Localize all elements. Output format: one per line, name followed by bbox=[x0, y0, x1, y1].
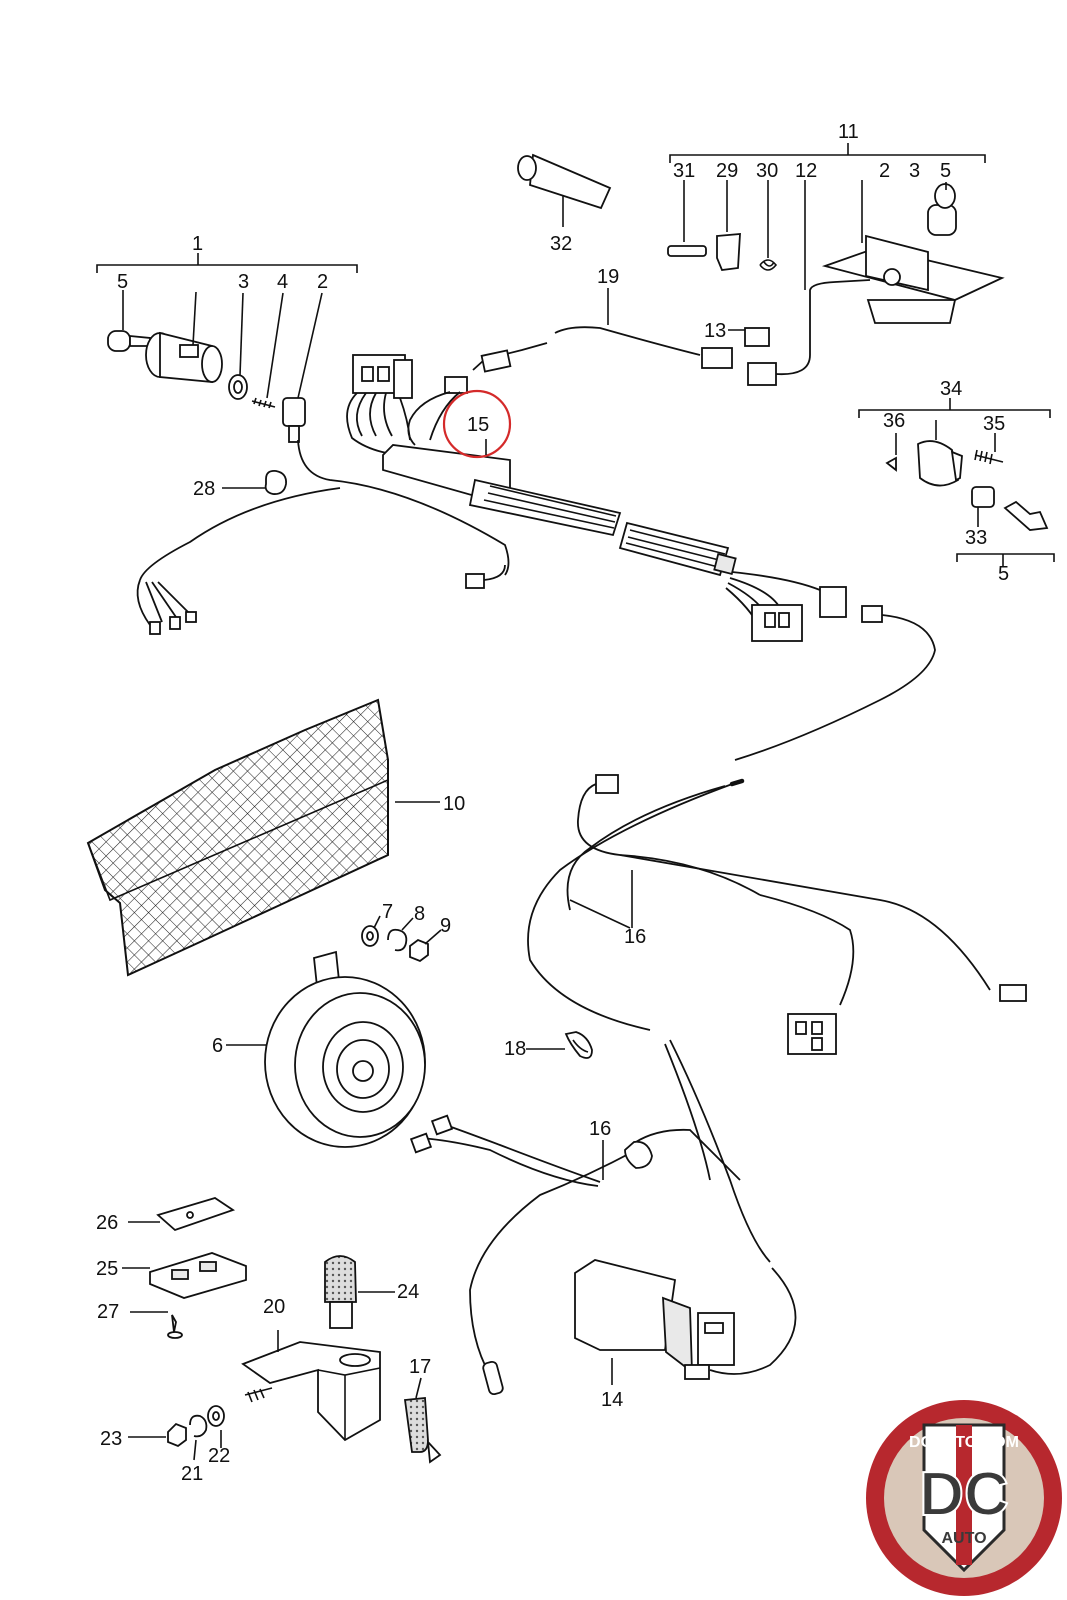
callout-7: 7 bbox=[382, 901, 393, 923]
cable-clip bbox=[222, 470, 287, 495]
washer-22 bbox=[207, 1405, 225, 1448]
callout-20: 20 bbox=[263, 1296, 285, 1318]
callout-5b: 5 bbox=[940, 160, 951, 182]
callout-3b: 3 bbox=[909, 160, 920, 182]
callout-18: 18 bbox=[504, 1038, 526, 1060]
callout-8: 8 bbox=[414, 903, 425, 925]
callout-19: 19 bbox=[597, 266, 619, 288]
washer-7 bbox=[361, 915, 381, 947]
callout-16b: 16 bbox=[589, 1118, 611, 1140]
screw bbox=[251, 397, 276, 409]
callout-30: 30 bbox=[756, 160, 778, 182]
insulation-mat bbox=[86, 698, 440, 977]
callout-12: 12 bbox=[795, 160, 817, 182]
callout-24: 24 bbox=[397, 1281, 419, 1303]
callout-5c: 5 bbox=[998, 563, 1009, 585]
control-unit bbox=[574, 1259, 735, 1385]
callout-3: 3 bbox=[238, 271, 249, 293]
grease-tube bbox=[517, 153, 612, 227]
callout-26: 26 bbox=[96, 1212, 118, 1234]
rubber-boot bbox=[403, 1377, 442, 1464]
callout-6: 6 bbox=[212, 1035, 223, 1057]
callout-17: 17 bbox=[409, 1356, 431, 1378]
callout-9: 9 bbox=[440, 915, 451, 937]
nut-23 bbox=[128, 1422, 187, 1448]
callout-14: 14 bbox=[601, 1389, 623, 1411]
callout-2: 2 bbox=[317, 271, 328, 293]
callout-labels: 1 5 3 4 2 28 15 32 19 11 31 29 30 12 2 3… bbox=[96, 121, 1009, 1485]
callout-27: 27 bbox=[97, 1301, 119, 1323]
horn bbox=[226, 950, 426, 1148]
mounting-bracket bbox=[241, 1330, 381, 1442]
callout-16: 16 bbox=[624, 926, 646, 948]
callout-13: 13 bbox=[704, 320, 726, 342]
callout-4: 4 bbox=[277, 271, 288, 293]
logo-top-text: DCAUTO.COM bbox=[909, 1434, 1019, 1451]
ignition-harness bbox=[136, 439, 510, 635]
group-1-ignition-lock bbox=[96, 253, 358, 443]
bracket-group bbox=[122, 1197, 247, 1339]
ignition-switch bbox=[282, 397, 306, 443]
logo-mark: DC bbox=[919, 1460, 1009, 1529]
lock-washer-8 bbox=[387, 917, 414, 952]
callout-10: 10 bbox=[443, 793, 465, 815]
highlight-callout-15 bbox=[442, 389, 512, 459]
callout-36: 36 bbox=[883, 410, 905, 432]
callout-1: 1 bbox=[192, 233, 203, 255]
callout-29: 29 bbox=[716, 160, 738, 182]
callout-34: 34 bbox=[940, 378, 962, 400]
logo-sub-text: AUTO bbox=[941, 1530, 986, 1547]
callout-33: 33 bbox=[965, 527, 987, 549]
horn-harness-16 bbox=[409, 774, 1027, 1396]
callout-23: 23 bbox=[100, 1428, 122, 1450]
callout-5: 5 bbox=[117, 271, 128, 293]
callout-11: 11 bbox=[838, 121, 859, 143]
nut-9 bbox=[409, 929, 442, 963]
callout-22: 22 bbox=[208, 1445, 230, 1467]
key-icon bbox=[107, 330, 151, 352]
wire-19 bbox=[472, 279, 871, 386]
callout-21: 21 bbox=[181, 1463, 203, 1485]
callout-32: 32 bbox=[550, 233, 572, 255]
callout-25: 25 bbox=[96, 1258, 118, 1280]
group-11-glove-lock bbox=[667, 143, 1005, 324]
lock-washer-21 bbox=[189, 1414, 208, 1461]
callout-31: 31 bbox=[673, 160, 695, 182]
callout-15: 15 bbox=[467, 414, 489, 436]
cable-clip-18 bbox=[526, 1031, 593, 1059]
lock-cylinder bbox=[145, 331, 223, 383]
main-wiring-harness bbox=[346, 354, 936, 761]
group-34-switch bbox=[858, 398, 1055, 566]
callout-2b: 2 bbox=[879, 160, 890, 182]
relay bbox=[324, 1255, 395, 1329]
dcauto-logo: DCAUTO.COM DC AUTO bbox=[866, 1400, 1062, 1596]
callout-35: 35 bbox=[983, 413, 1005, 435]
callout-28: 28 bbox=[193, 478, 215, 500]
